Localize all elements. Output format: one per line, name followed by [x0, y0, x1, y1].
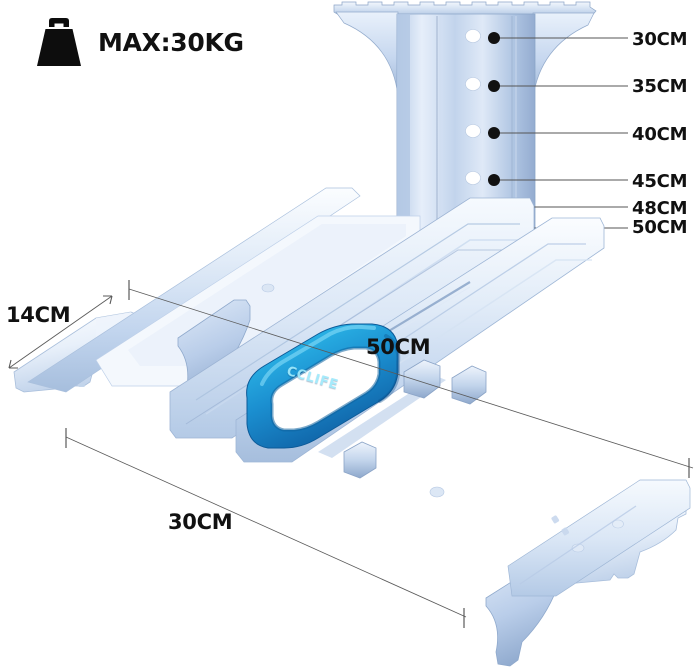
weight-icon: [28, 14, 90, 70]
dimension-line-14cm: [8, 295, 113, 369]
hole-label-30cm: 30CM: [632, 29, 688, 50]
hole-label-48cm: 48CM: [632, 198, 688, 219]
hole-label-35cm: 35CM: [632, 76, 688, 97]
dimension-label-30cm: 30CM: [168, 510, 233, 534]
hole-label-50cm: 50CM: [632, 217, 688, 238]
hole-label-45cm: 45CM: [632, 171, 688, 192]
right-end-bracket: [485, 479, 691, 667]
max-load-label: MAX:30KG: [98, 27, 244, 57]
dimension-label-14cm: 14CM: [6, 303, 71, 327]
dimension-lines: [8, 280, 694, 628]
hole-label-40cm: 40CM: [632, 124, 688, 145]
handle-grip: [246, 323, 401, 449]
telescoping-rack-illustration: [13, 187, 605, 498]
dimension-label-50cm: 50CM: [366, 335, 431, 359]
max-load-badge: MAX:30KG: [28, 14, 244, 70]
dimension-line-50cm: [128, 280, 694, 478]
dimension-line-30cm: [65, 428, 467, 628]
